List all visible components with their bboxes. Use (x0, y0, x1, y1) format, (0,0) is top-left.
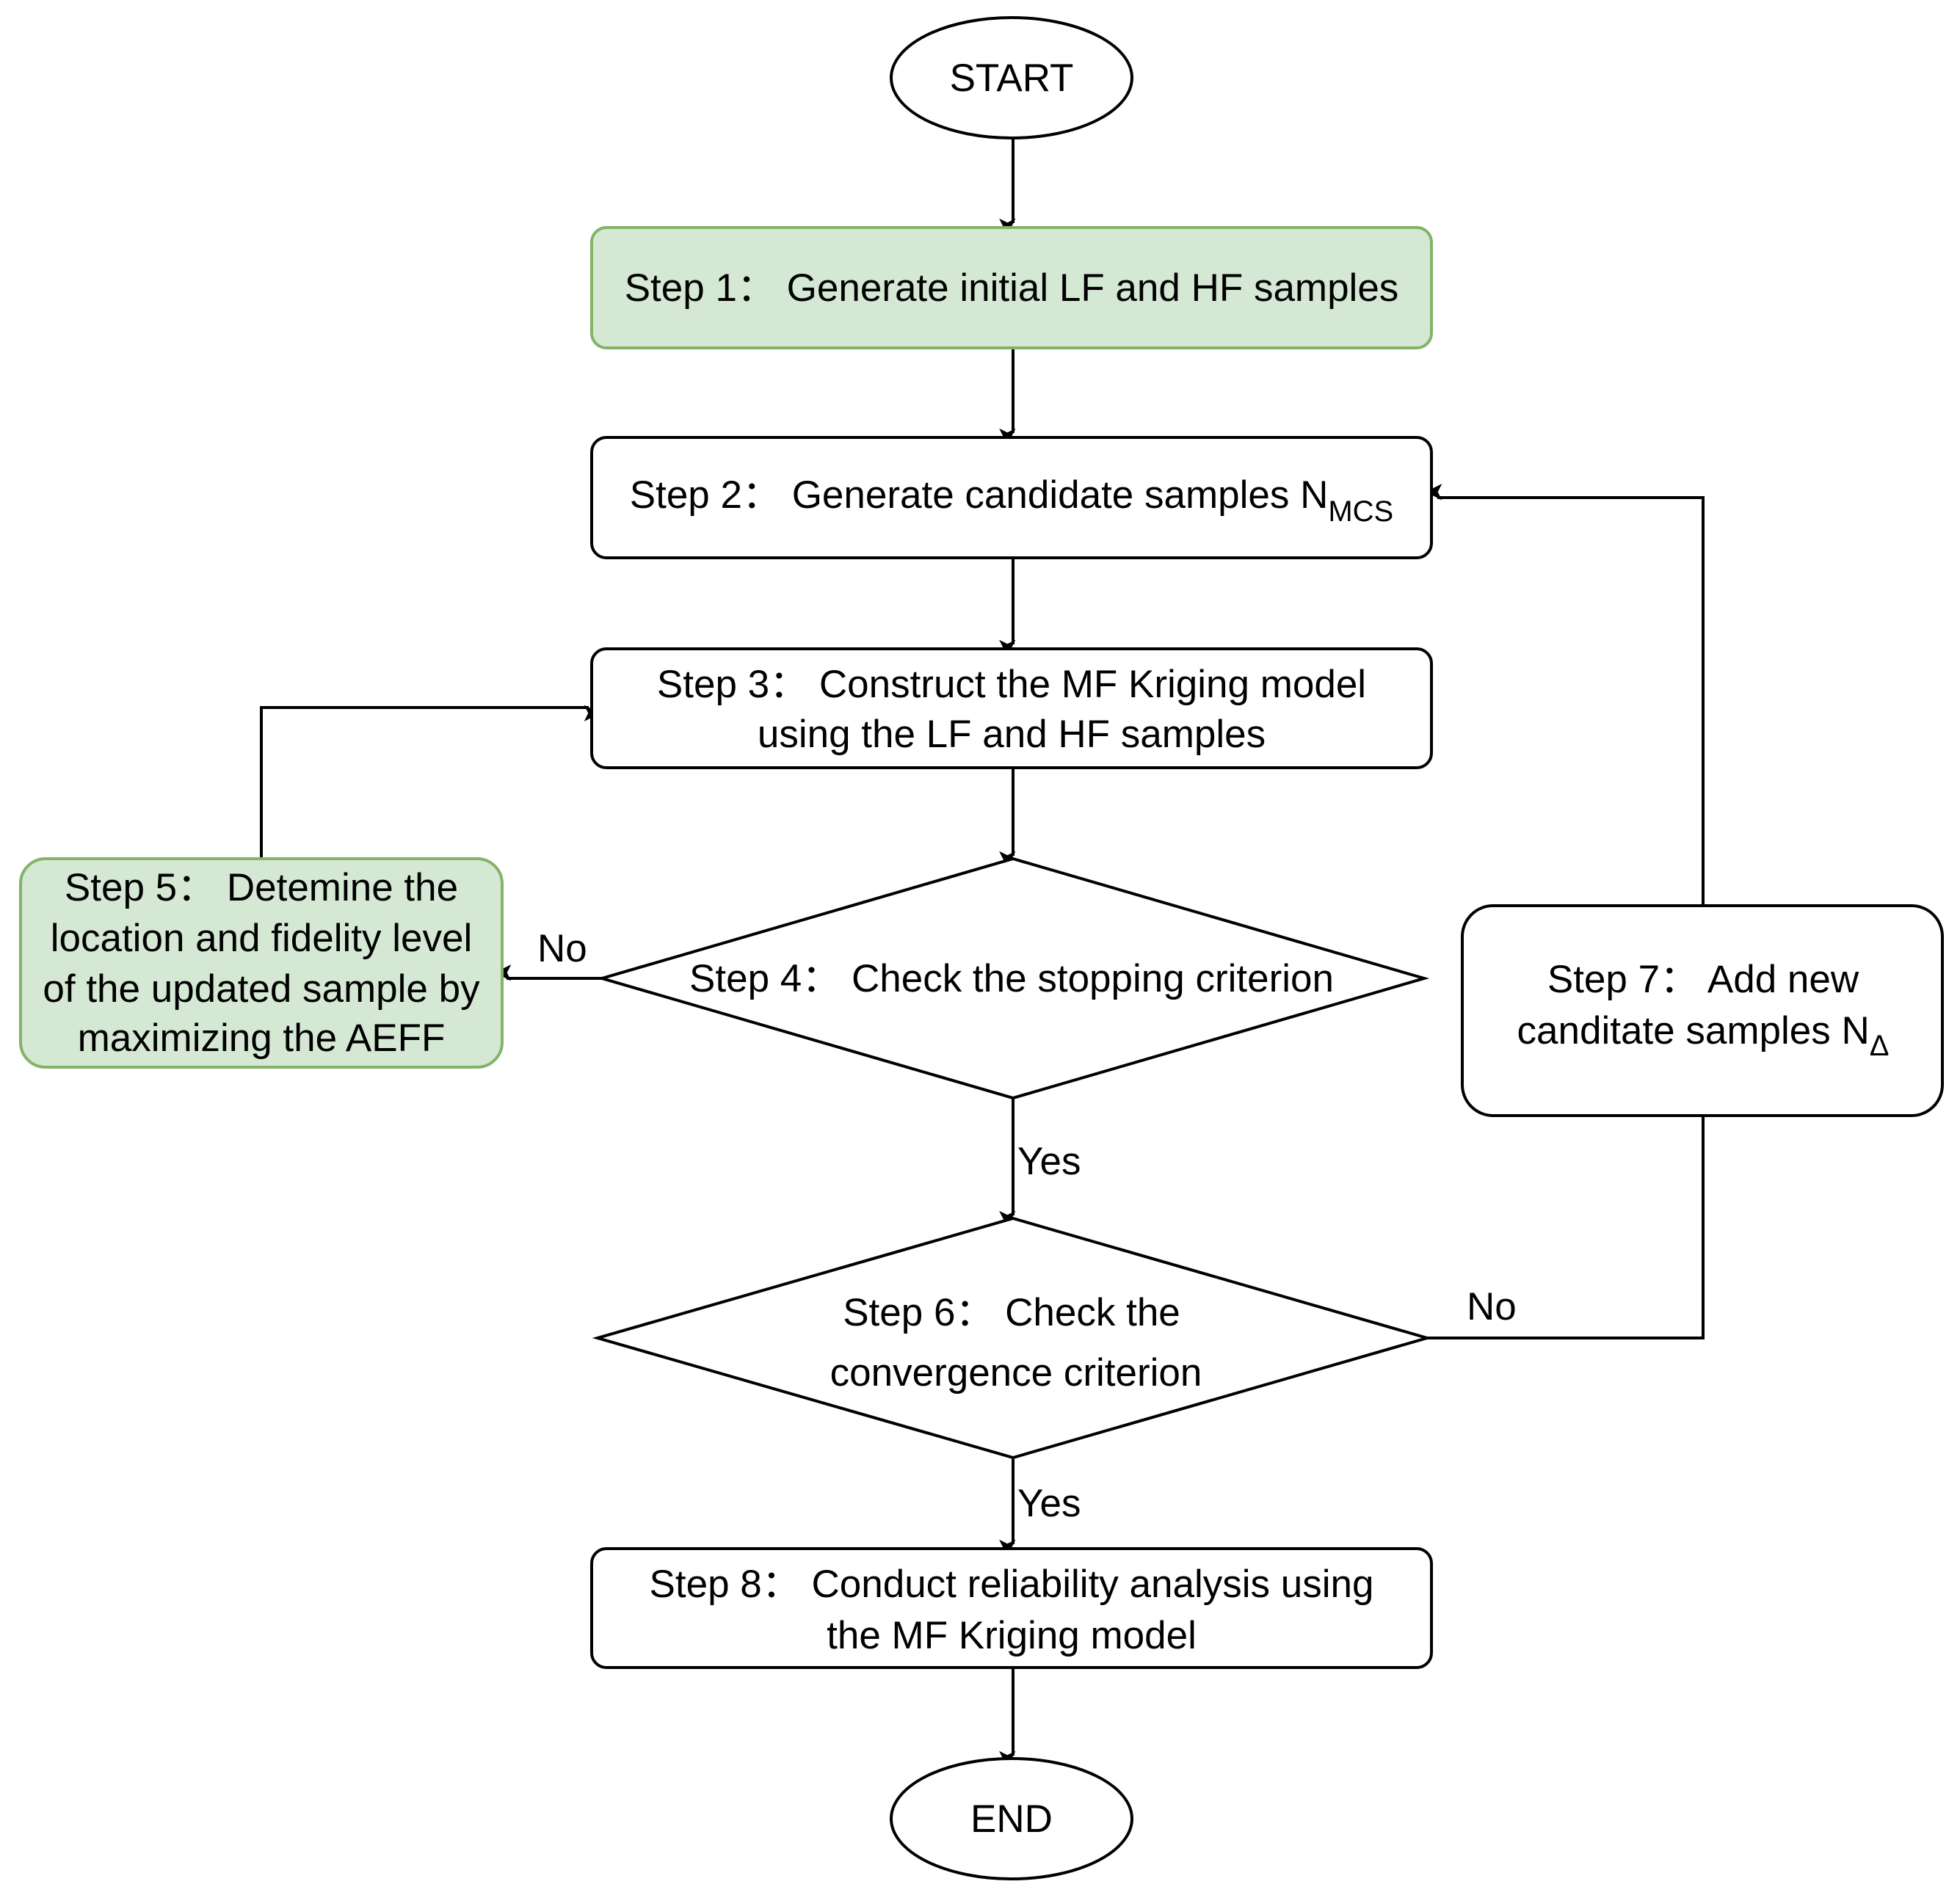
step1-node: Step 1： Generate initial LF and HF sampl… (590, 226, 1433, 349)
step7-label-subscript: Δ (1870, 1030, 1890, 1062)
step1-label: Step 1： Generate initial LF and HF sampl… (625, 266, 1399, 310)
end-label: END (970, 1797, 1053, 1841)
step2-node: Step 2： Generate candidate samples NMCS (590, 436, 1433, 559)
step2-label-main: Step 2： Generate candidate samples N (630, 473, 1329, 517)
edge-label-step6-yes: Yes (1017, 1482, 1081, 1525)
step7-node: Step 7： Add new canditate samples NΔ (1461, 904, 1944, 1117)
step8-node: Step 8： Conduct reliability analysis usi… (590, 1547, 1433, 1669)
step5-label-line2: location and fidelity level (51, 917, 473, 960)
step4-label: Step 4： Check the stopping criterion (689, 957, 1334, 1000)
step5-label-line4: maximizing the AEFF (78, 1017, 446, 1060)
step5-label-line3: of the updated sample by (43, 967, 480, 1011)
edges (260, 139, 1705, 1768)
step4-node: Step 4： Check the stopping criterion (596, 857, 1430, 1100)
edge-step7-step2 (1425, 484, 1705, 906)
edge-label-step6-no: No (1467, 1285, 1517, 1328)
step8-label-line1: Step 8： Conduct reliability analysis usi… (650, 1563, 1374, 1606)
start-label: START (950, 57, 1074, 100)
edge-step5-step3 (260, 705, 601, 858)
step8-label-line2: the MF Kriging model (827, 1614, 1197, 1657)
edge-label-step4-yes: Yes (1017, 1140, 1081, 1183)
step7-label-line1: Step 7： Add new (1547, 958, 1859, 1001)
step5-label-line1: Step 5： Detemine the (65, 866, 458, 909)
step7-label-line2-main: canditate samples N (1517, 1009, 1870, 1052)
step6-node: Step 6： Check the convergence criterion (592, 1216, 1433, 1460)
step6-label-line1: Step 6： Check the (843, 1291, 1180, 1334)
start-node: START (890, 16, 1133, 139)
step3-node: Step 3： Construct the MF Kriging model u… (590, 647, 1433, 769)
edge-label-step4-no: No (537, 927, 587, 970)
step5-node: Step 5： Detemine the location and fideli… (19, 857, 504, 1069)
step3-label-line1: Step 3： Construct the MF Kriging model (657, 663, 1366, 706)
edge-step6-step7-no (1427, 1116, 1705, 1339)
step2-label-subscript: MCS (1328, 495, 1393, 528)
step6-label-line2: convergence criterion (830, 1351, 1202, 1395)
step7-label-line2: canditate samples NΔ (1517, 1009, 1890, 1062)
end-node: END (890, 1757, 1133, 1880)
step3-label-line2: using the LF and HF samples (758, 713, 1266, 756)
step2-label: Step 2： Generate candidate samples NMCS (630, 473, 1393, 528)
